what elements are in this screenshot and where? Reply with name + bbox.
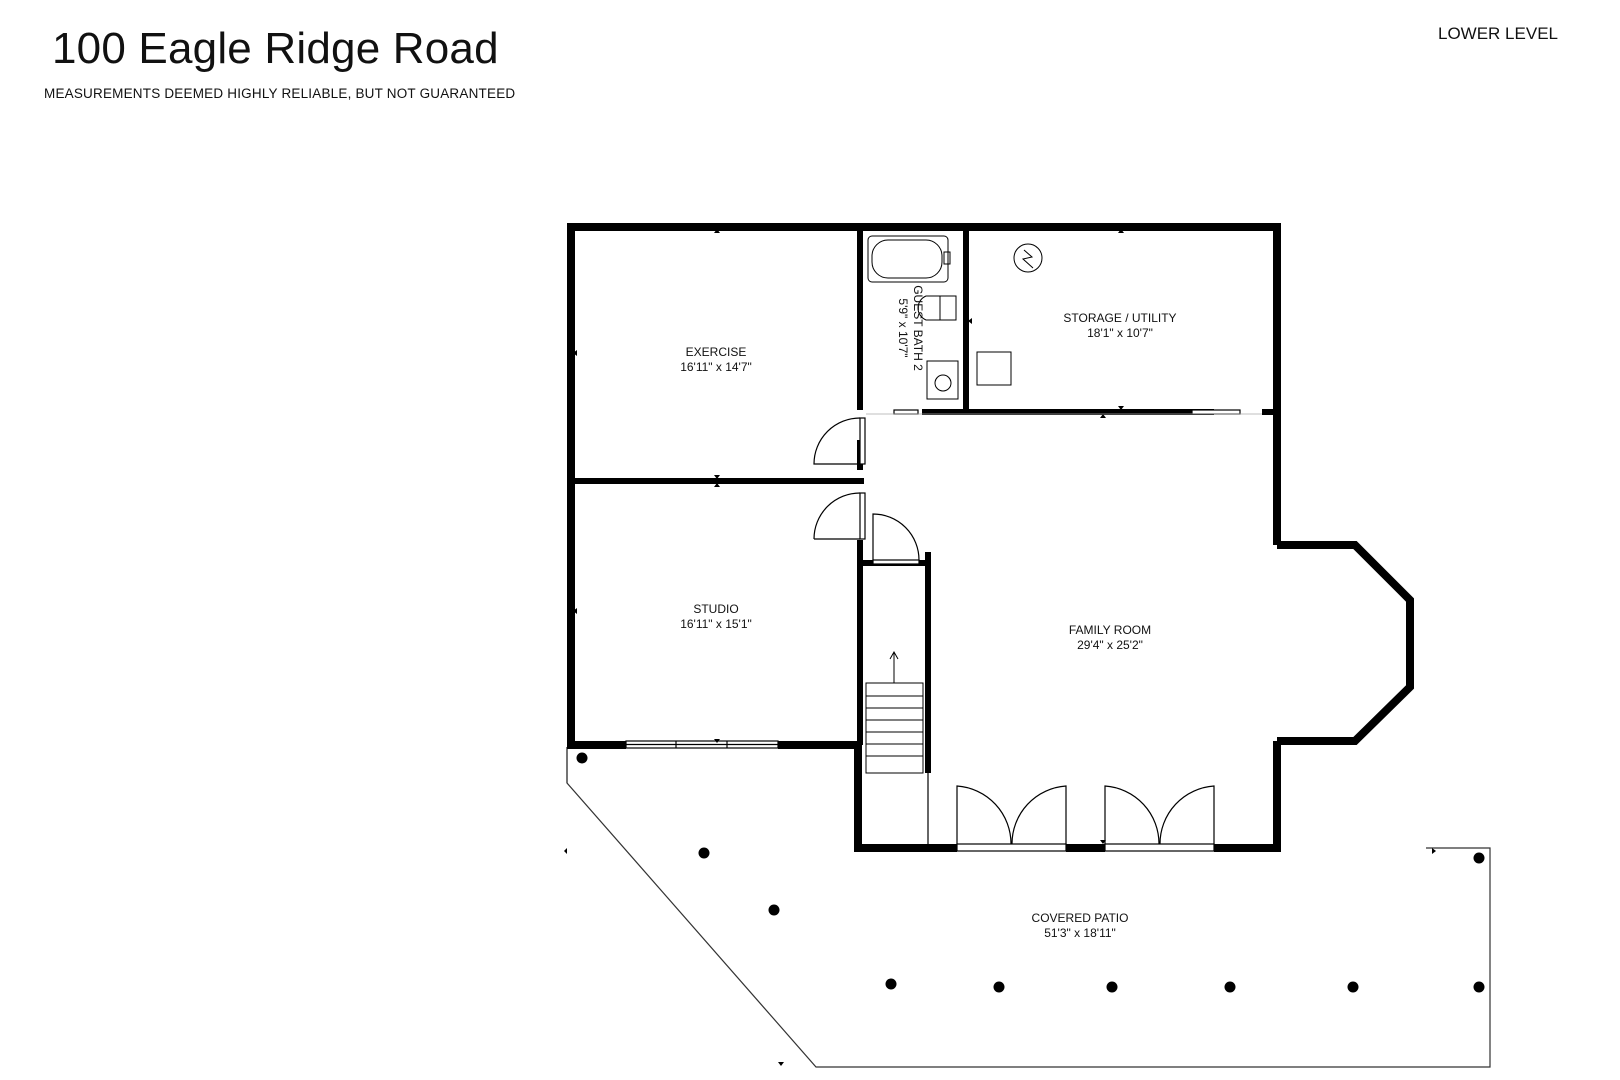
room-exercise-name: EXERCISE [686,345,747,359]
room-studio-name: STUDIO [693,602,738,616]
plan-title: 100 Eagle Ridge Road [52,24,499,73]
room-storage-name: STORAGE / UTILITY [1063,311,1176,325]
studio-window [625,740,779,749]
patio-outline [566,747,1491,1068]
room-patio-label: COVERED PATIO 51'3" x 18'11" [1032,911,1129,940]
dimension-ticks [564,229,1436,1066]
level-label: LOWER LEVEL [1438,24,1558,43]
patio-posts [576,752,1485,993]
room-exercise-dims: 16'11" x 14'7" [680,360,752,374]
room-storage-dims: 18'1" x 10'7" [1087,326,1153,340]
measurement-disclaimer: MEASUREMENTS DEEMED HIGHLY RELIABLE, BUT… [44,86,516,101]
room-studio-dims: 16'11" x 15'1" [680,617,752,631]
room-bath-dims: 5'9" x 10'7" [896,298,910,357]
room-exercise-label: EXERCISE 16'11" x 14'7" [680,345,752,374]
room-family-label: FAMILY ROOM 29'4" x 25'2" [1069,623,1151,652]
room-patio-dims: 51'3" x 18'11" [1044,926,1116,940]
stairs [865,650,924,774]
exterior-walls [567,223,1414,852]
room-patio-name: COVERED PATIO [1032,911,1129,925]
room-bath-label: GUEST BATH 2 5'9" x 10'7" [896,285,925,371]
room-bath-name: GUEST BATH 2 [911,285,925,371]
doors [813,409,1262,852]
room-family-dims: 29'4" x 25'2" [1077,638,1143,652]
utility-fixtures [976,243,1043,386]
room-studio-label: STUDIO 16'11" x 15'1" [680,602,752,631]
room-family-name: FAMILY ROOM [1069,623,1151,637]
bath-fixtures [867,235,959,400]
room-storage-label: STORAGE / UTILITY 18'1" x 10'7" [1063,311,1176,340]
